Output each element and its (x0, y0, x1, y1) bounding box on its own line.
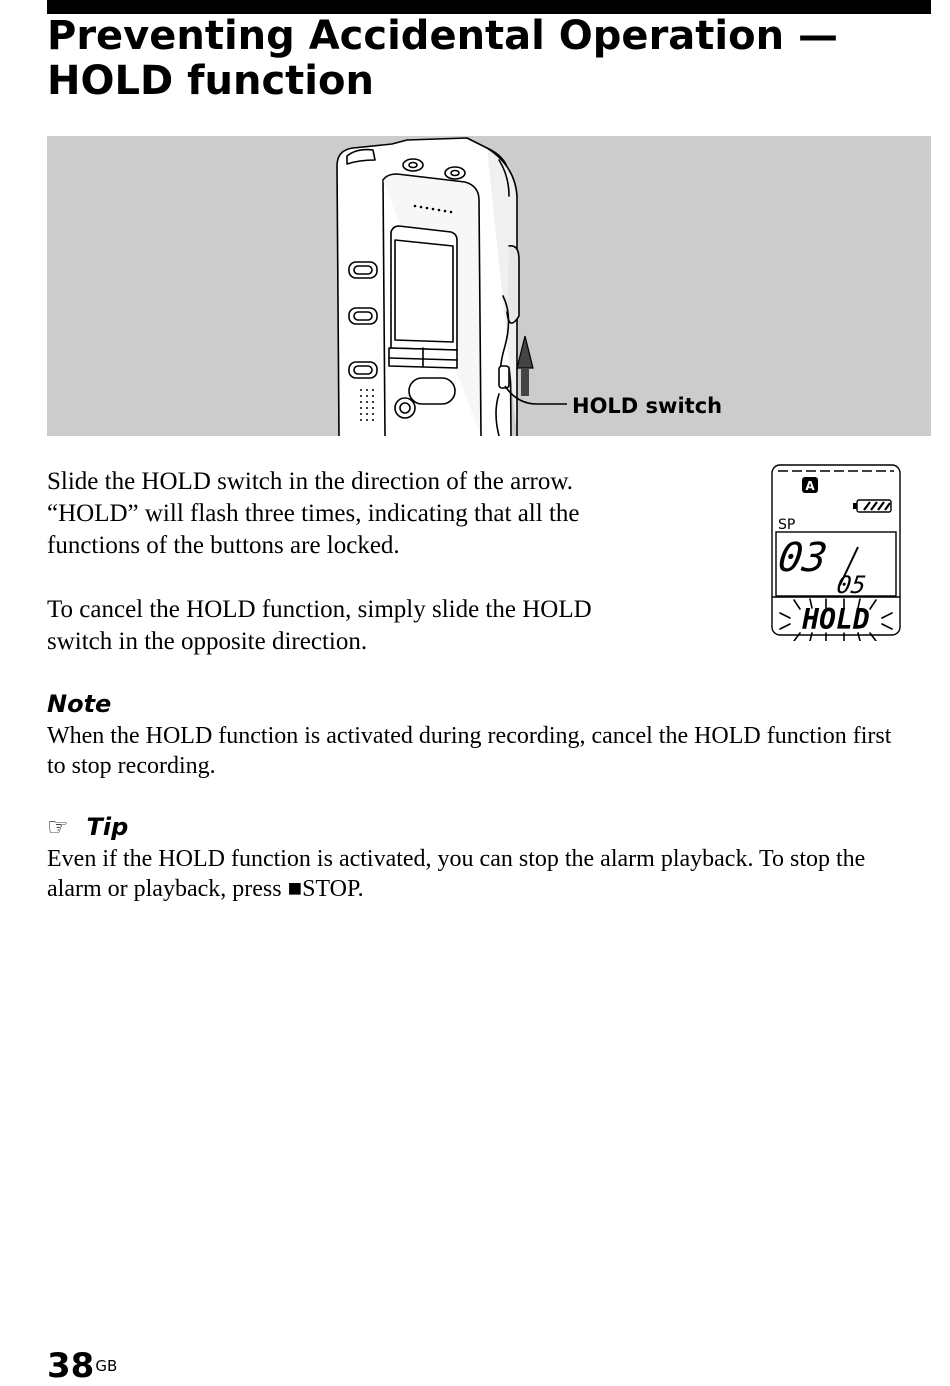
tip-heading-label: Tip (86, 813, 129, 841)
tip-heading: ☞ Tip (47, 812, 128, 842)
flash-rays (779, 598, 893, 642)
lcd-display-drawing: A SP 03 05 HOLD (771, 464, 901, 642)
page-title-line-2: HOLD function (47, 58, 374, 104)
lcd-display-illustration: A SP 03 05 HOLD (770, 463, 902, 642)
top-rule (47, 0, 931, 14)
folder-letter: A (805, 479, 815, 493)
pointing-hand-icon: ☞ (47, 813, 69, 841)
record-mode: SP (778, 517, 795, 533)
tip-text: Even if the HOLD function is activated, … (47, 846, 866, 902)
instruction-paragraph-cancel: To cancel the HOLD function, simply slid… (47, 596, 592, 655)
hold-switch-callout: HOLD switch (572, 394, 723, 418)
instruction-paragraph-slide: Slide the HOLD switch in the direction o… (47, 468, 580, 559)
ic-recorder-drawing (336, 137, 567, 436)
message-number: 03 (775, 535, 830, 581)
page-title-line-1: Preventing Accidental Operation — (47, 13, 838, 59)
folder-badge (802, 477, 818, 493)
page-region-code: GB (95, 1357, 118, 1375)
page-number: 38GB (47, 1348, 117, 1384)
note-heading: Note (47, 690, 112, 718)
total-messages: 05 (835, 571, 868, 599)
battery-icon (853, 499, 892, 513)
note-text: When the HOLD function is activated duri… (47, 723, 892, 779)
page-number-value: 38 (47, 1346, 95, 1386)
counter-slash (839, 546, 859, 586)
page-title: Preventing Accidental Operation — HOLD f… (47, 14, 931, 104)
recorder-illustration: HOLD switch (47, 136, 931, 436)
